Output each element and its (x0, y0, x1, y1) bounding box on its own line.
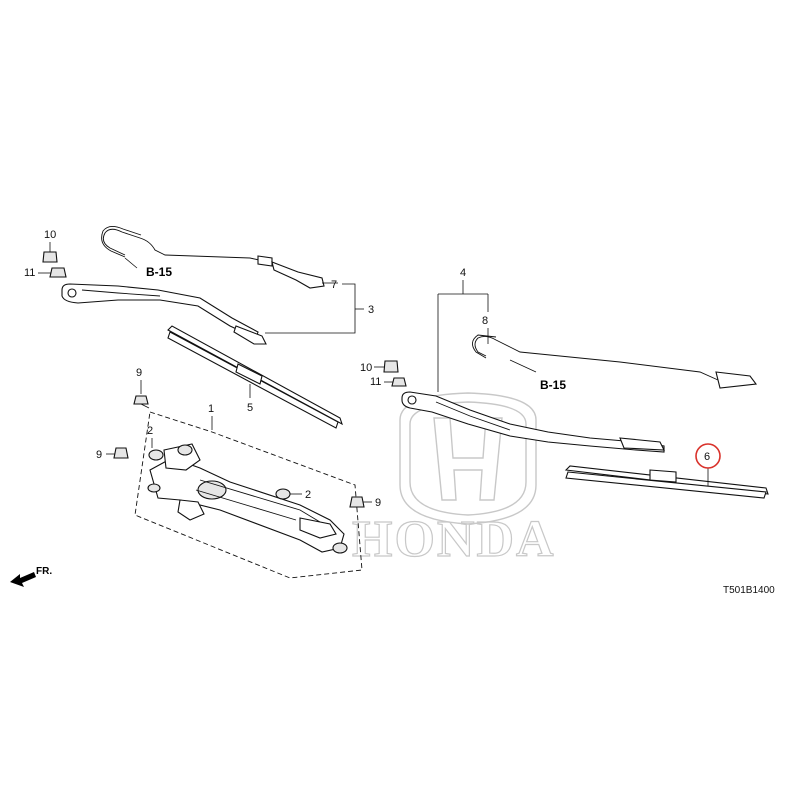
ref-b15-right: B-15 (540, 378, 566, 392)
linkage-dashed-frame (134, 411, 363, 579)
callout-8: 8 (482, 315, 488, 327)
honda-watermark: HONDA (351, 392, 556, 569)
bolt-left-icon (113, 447, 129, 459)
callout-9-top: 9 (136, 367, 142, 379)
nut-cap-right-icon (383, 360, 399, 373)
callout-9-left: 9 (96, 449, 102, 461)
front-direction-arrow-icon (10, 572, 36, 587)
grommet-left-icon (148, 449, 164, 461)
callout-9-right: 9 (375, 497, 381, 509)
bolt-top-icon (133, 395, 149, 405)
highlight-circle-6 (695, 443, 721, 469)
diagram-code: T501B1400 (723, 585, 775, 596)
nut-right-icon (391, 377, 407, 387)
honda-wordmark: HONDA (352, 511, 556, 568)
left-washer-tube (102, 228, 269, 263)
callout-11-left: 11 (24, 267, 35, 279)
ref-b15-left: B-15 (146, 265, 172, 279)
callout-11-right: 11 (370, 376, 381, 388)
nut-left-icon (49, 267, 67, 278)
callout-3: 3 (368, 304, 374, 316)
callout-2-right: 2 (305, 489, 311, 501)
callout-10-right: 10 (360, 362, 372, 374)
wiper-motor-linkage (147, 443, 348, 554)
left-wiper-arm (61, 283, 259, 339)
grommet-right-icon (275, 488, 291, 500)
bolt-right-icon (349, 496, 365, 508)
right-tube-nozzle (715, 371, 758, 389)
callout-1: 1 (208, 403, 214, 415)
callout-7: 7 (331, 279, 337, 291)
callout-2-left: 2 (147, 425, 153, 437)
front-direction-label: FR. (36, 566, 52, 577)
callout-6: 6 (704, 451, 710, 463)
callout-5: 5 (247, 402, 253, 414)
nut-cap-left-icon (42, 251, 58, 263)
left-tube-connector (257, 255, 273, 267)
right-washer-tube (474, 335, 719, 381)
callout-10-left: 10 (44, 229, 56, 241)
left-tube-nozzle (271, 261, 325, 289)
callout-4: 4 (460, 267, 466, 279)
